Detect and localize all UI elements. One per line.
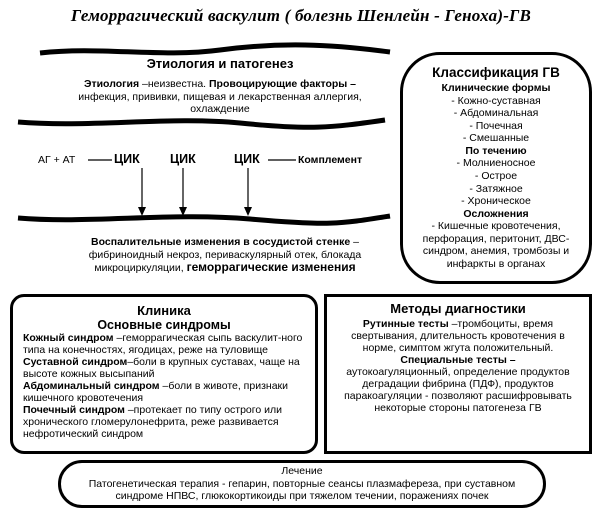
provoking-label: Провоцирующие факторы –: [209, 78, 357, 90]
skin-syndrome: Кожный синдром –геморрагическая сыпь вас…: [23, 332, 303, 356]
list-item: - Смешанные: [462, 132, 530, 145]
abdominal-syndrome: Абдоминальный синдром –боли в животе, пр…: [23, 380, 288, 404]
etiology-heading: Этиология и патогенез: [146, 56, 294, 71]
course-list: - Молниеносное - Острое - Затяжное - Хро…: [403, 157, 589, 207]
treatment-text: Патогенетическая терапия - гепарин, повт…: [88, 477, 516, 502]
arrow-2-head: [179, 207, 187, 216]
diagnostics-text: Рутинные тесты –тромбоциты, время сверты…: [327, 318, 589, 414]
routine-tests: Рутинные тесты –тромбоциты, время сверты…: [351, 318, 565, 354]
wavy-line-top: [39, 42, 391, 56]
renal-syndrome: Почечный синдром –протекает по типу остр…: [23, 404, 282, 440]
special-tests: Специальные тесты –аутокоагуляционный, о…: [344, 354, 572, 414]
clinical-forms-list: - Кожно-суставная - Абдоминальная - Поче…: [403, 95, 589, 145]
treatment-box: Лечение Патогенетическая терапия - гепар…: [58, 460, 546, 508]
classification-box: Классификация ГВ Клинические формы - Кож…: [400, 52, 592, 284]
joint-syndrome: Суставной синдром–боли в крупных сустава…: [23, 356, 300, 380]
cik-label-1: ЦИК: [114, 152, 140, 166]
list-item: - Острое: [474, 169, 518, 182]
diagnostics-box: Методы диагностики Рутинные тесты –тромб…: [324, 294, 592, 454]
etiology-text: Этиология –неизвестна. Провоцирующие фак…: [78, 78, 362, 115]
vessel-text: Воспалительные изменения в сосудистой ст…: [88, 236, 362, 274]
syndromes-text: Кожный синдром –геморрагическая сыпь вас…: [13, 332, 315, 440]
arrow-3-head: [244, 207, 252, 216]
list-item: - Кожно-суставная: [451, 94, 541, 107]
treatment-heading: Лечение: [281, 465, 323, 477]
list-item: - Молниеносное: [456, 157, 536, 170]
list-item: - Абдоминальная: [453, 107, 539, 120]
classification-heading: Классификация ГВ: [432, 65, 560, 80]
complications-heading: Осложнения: [463, 207, 529, 220]
wavy-line-middle: [17, 117, 386, 130]
page-title: Геморрагический васкулит ( болезнь Шенле…: [70, 6, 532, 25]
clinic-subheading: Основные синдромы: [97, 318, 231, 332]
wavy-line-lower: [17, 213, 391, 226]
clinic-heading: Клиника: [137, 303, 191, 318]
etiology-label: Этиология: [83, 78, 140, 90]
list-item: - Почечная: [469, 119, 523, 132]
complications-list: - Кишечные кровотечения, перфорация, пер…: [422, 220, 570, 271]
course-heading: По течению: [465, 144, 527, 157]
ag-at-label: АГ + АТ: [38, 154, 76, 166]
cik-label-3: ЦИК: [234, 152, 260, 166]
clinical-forms-heading: Клинические формы: [441, 82, 551, 94]
clinic-box: Клиника Основные синдромы Кожный синдром…: [10, 294, 318, 454]
list-item: - Хроническое: [461, 195, 531, 208]
list-item: - Затяжное: [469, 182, 523, 195]
diagnostics-heading: Методы диагностики: [390, 301, 526, 316]
cik-label-2: ЦИК: [170, 152, 196, 166]
arrow-1-head: [138, 207, 146, 216]
complement-label: Комплемент: [298, 154, 363, 166]
